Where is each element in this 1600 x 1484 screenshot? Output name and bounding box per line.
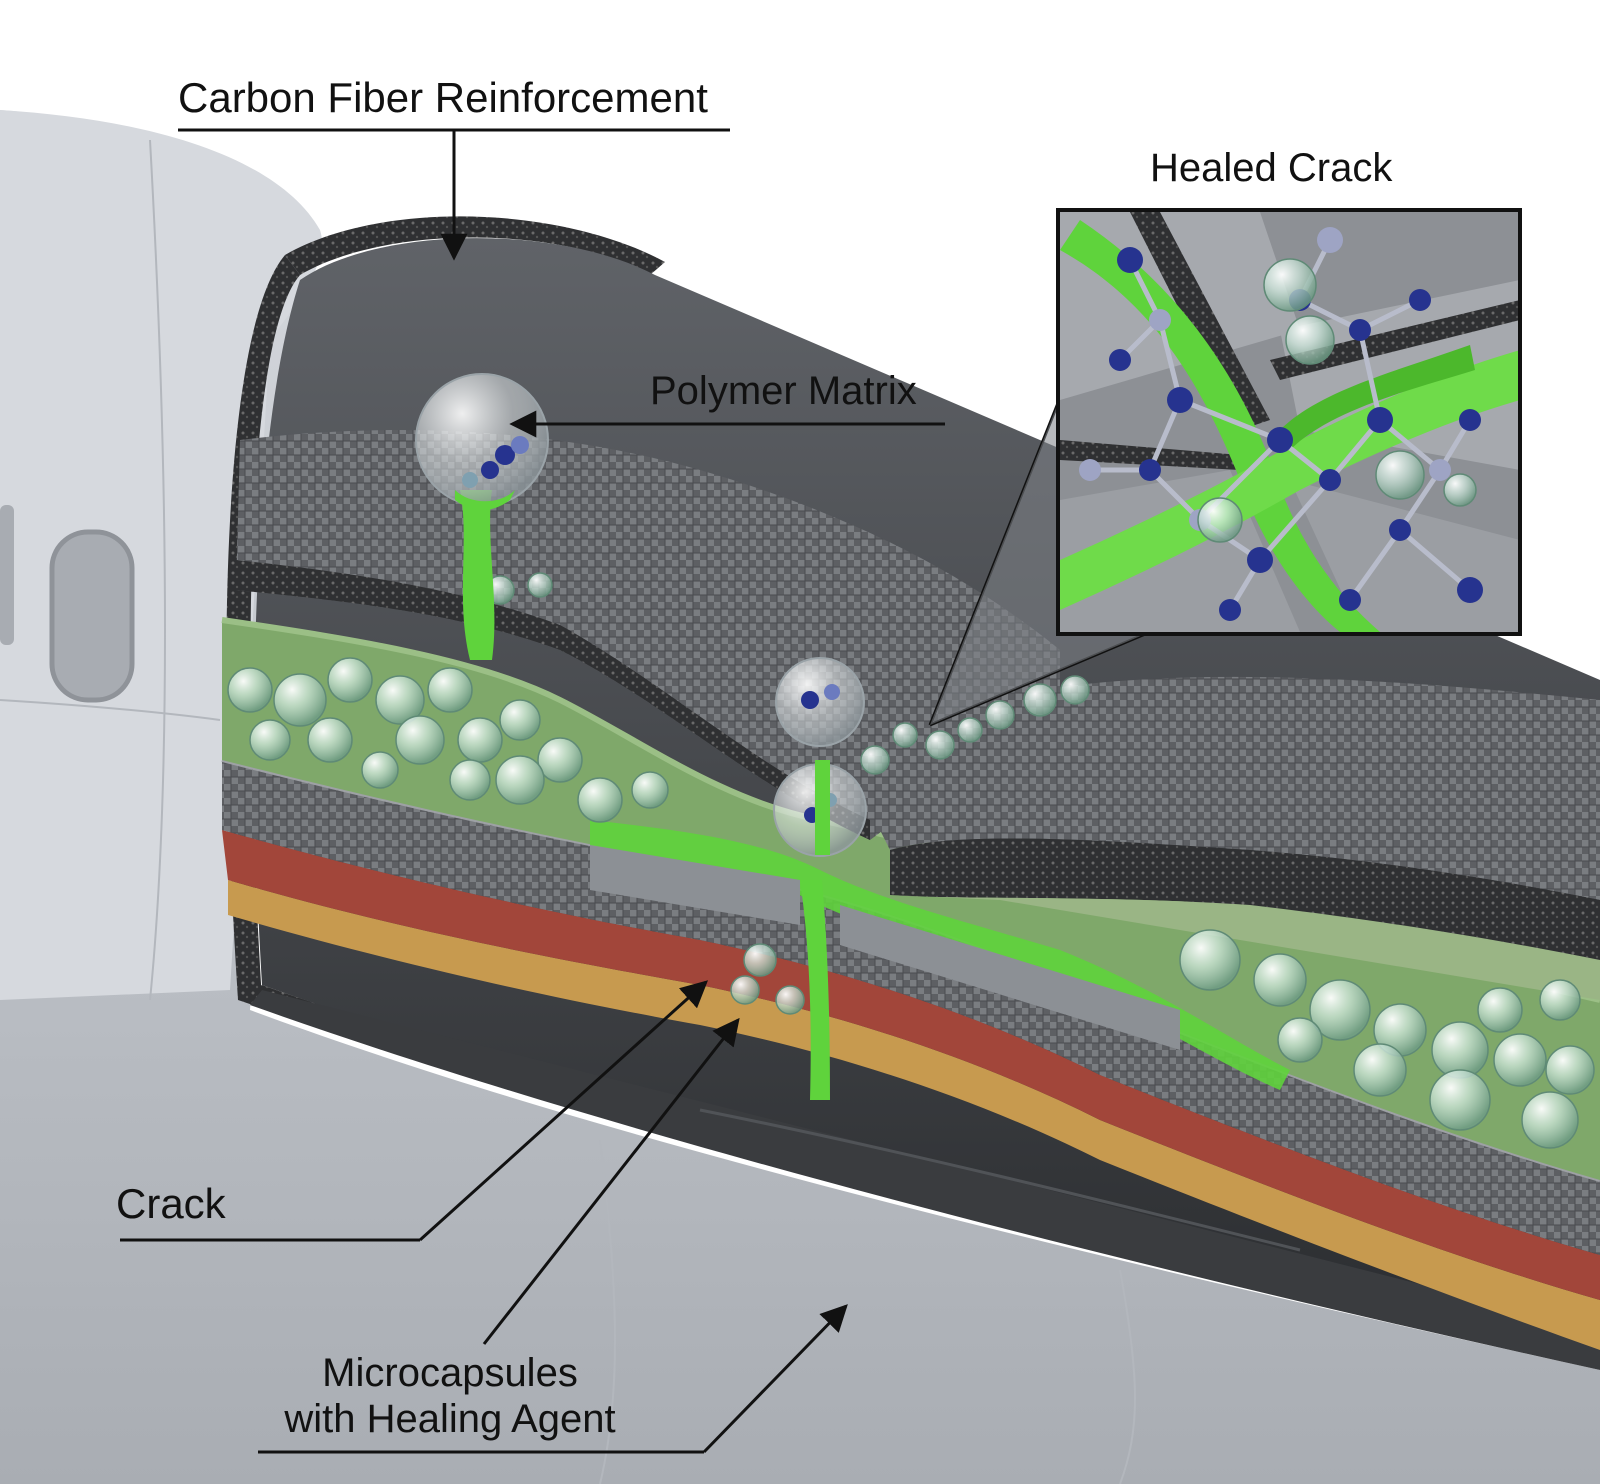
- inset-callout-lines: [928, 397, 1151, 727]
- microcapsule-icon: [985, 700, 1015, 730]
- microcapsule-icon: [1353, 1043, 1407, 1097]
- microcapsule-icon: [249, 719, 291, 761]
- microcapsule-icon: [527, 572, 553, 598]
- microcapsule-icon: [577, 777, 623, 823]
- microcapsule-icon: [1443, 473, 1477, 507]
- microcapsule-icon: [395, 715, 445, 765]
- label-microcapsules-line1: Microcapsules: [322, 1351, 578, 1395]
- label-carbon-fiber-reinforcement: Carbon Fiber Reinforcement: [178, 74, 708, 121]
- microcapsule-icon: [1277, 1017, 1323, 1063]
- microcapsule-icon: [427, 667, 473, 713]
- label-microcapsules-line2: with Healing Agent: [284, 1397, 616, 1441]
- microcapsule-icon: [1023, 683, 1057, 717]
- molecule-bond: [1298, 297, 1362, 333]
- molecule-bond: [1148, 468, 1202, 522]
- microcapsule-icon: [449, 759, 491, 801]
- microcapsule-icon: [775, 985, 805, 1015]
- microcapsule-icon: [273, 673, 327, 727]
- molecule-node-icon: [1367, 407, 1393, 433]
- microcapsule-icon: [1309, 979, 1371, 1041]
- leader-lines: [120, 128, 945, 1454]
- molecule-node-icon: [1349, 319, 1371, 341]
- red-resin-layer: [222, 830, 1600, 1300]
- lower-carbon-laminate: [222, 760, 1600, 1255]
- microcapsule-icon: [1477, 987, 1523, 1033]
- microcapsule-icon: [730, 975, 760, 1005]
- label-healed-crack: Healed Crack: [1150, 146, 1393, 190]
- molecule-node-icon: [1409, 289, 1431, 311]
- polymer-network: [1079, 227, 1483, 621]
- microcapsule-icon: [1493, 1033, 1547, 1087]
- molecule-node-icon: [1117, 247, 1143, 273]
- microcapsule-icon: [375, 675, 425, 725]
- molecule-bond: [1347, 528, 1403, 602]
- microcapsule-icon: [307, 717, 353, 763]
- molecule-bond: [1157, 319, 1183, 401]
- microcapsule-icon: [925, 730, 955, 760]
- microcapsule-icon: [743, 943, 777, 977]
- molecule-node-icon: [1389, 519, 1411, 541]
- molecule-bond: [1328, 418, 1382, 482]
- label-polymer-matrix: Polymer Matrix: [650, 369, 917, 413]
- label-microcapsules: Microcapsules with Healing Agent: [240, 1350, 660, 1442]
- microcapsules-cluster: [227, 572, 1090, 1015]
- microcapsule-icon: [227, 667, 273, 713]
- molecule-bond: [1397, 468, 1443, 532]
- molecule-node-icon: [1317, 227, 1343, 253]
- microcapsule-icon: [1429, 1069, 1491, 1131]
- microcapsule-icon: [537, 737, 583, 783]
- molecule-node-icon: [1339, 589, 1361, 611]
- ruptured-capsule-top: [415, 373, 549, 660]
- molecule-node-icon: [1109, 349, 1131, 371]
- molecule-node-icon: [1167, 387, 1193, 413]
- yellow-adhesive-layer: [228, 880, 1600, 1350]
- microcapsules-cluster-right: [1179, 929, 1595, 1149]
- microcapsule-icon: [495, 755, 545, 805]
- molecule-node-icon: [1267, 427, 1293, 453]
- microcapsule-icon: [1253, 953, 1307, 1007]
- microcapsule-icon: [860, 745, 890, 775]
- microcapsule-icon: [1263, 258, 1317, 312]
- microcapsule-icon: [1060, 675, 1090, 705]
- microcapsule-icon: [892, 722, 918, 748]
- molecule-bond: [1398, 528, 1472, 592]
- molecule-node-icon: [1429, 459, 1451, 481]
- molecule-bond: [1358, 297, 1422, 333]
- microcapsule-icon: [361, 751, 399, 789]
- microcapsule-icon: [1545, 1045, 1595, 1095]
- microcapsule-icon: [1179, 929, 1241, 991]
- healed-crack-inset: [1056, 208, 1522, 636]
- window: [49, 529, 135, 703]
- molecule-node-icon: [1459, 409, 1481, 431]
- microcapsule-icon: [1539, 979, 1581, 1021]
- molecule-node-icon: [1457, 577, 1483, 603]
- microcapsule-icon: [1285, 315, 1335, 365]
- upper-carbon-laminate-left: [236, 430, 1060, 840]
- molecule-bond: [1258, 478, 1332, 562]
- label-crack: Crack: [116, 1180, 226, 1227]
- molecule-bond: [1179, 397, 1281, 443]
- healing-agent-flow: [590, 820, 1290, 1090]
- molecule-bond: [1357, 329, 1383, 421]
- microcapsule-icon: [457, 717, 503, 763]
- microcapsule-icon: [631, 771, 669, 809]
- molecule-bond: [1378, 418, 1442, 472]
- microcapsule-icon: [327, 657, 373, 703]
- upper-carbon-laminate-right: [880, 676, 1600, 900]
- microcapsule-icon: [1197, 497, 1243, 543]
- ruptured-capsule-center: [773, 657, 867, 857]
- microcapsule-icon: [499, 699, 541, 741]
- molecule-node-icon: [1319, 469, 1341, 491]
- microcapsule-icon: [1375, 450, 1425, 500]
- molecule-node-icon: [1149, 309, 1171, 331]
- molecule-node-icon: [1079, 459, 1101, 481]
- molecule-node-icon: [1219, 599, 1241, 621]
- molecule-node-icon: [1247, 547, 1273, 573]
- microcapsule-icon: [1521, 1091, 1579, 1149]
- molecule-node-icon: [1139, 459, 1161, 481]
- microcapsule-icon: [957, 717, 983, 743]
